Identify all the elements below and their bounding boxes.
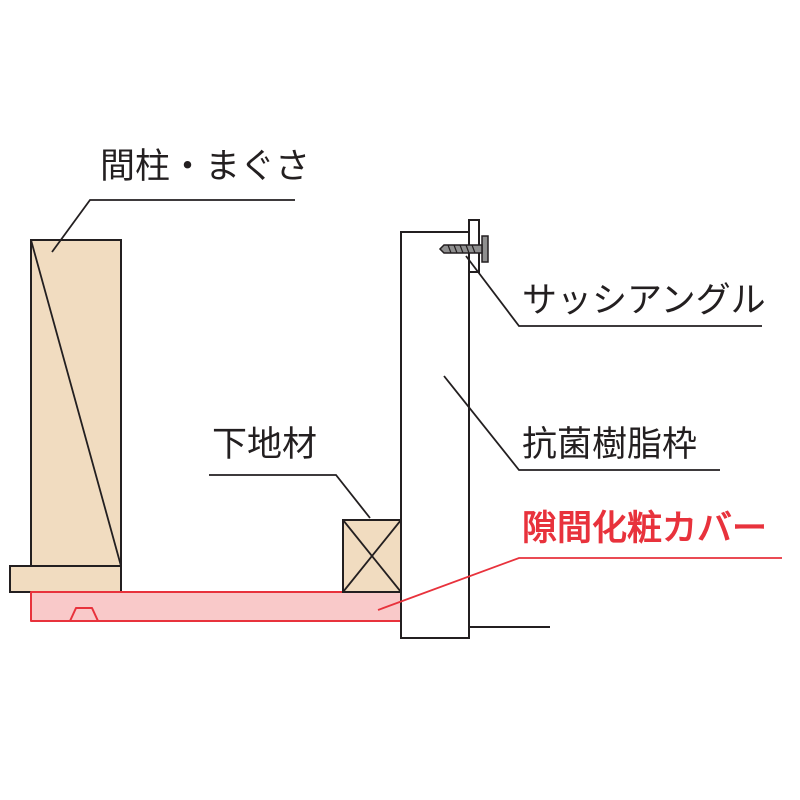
- base-member-cross-2: [342, 519, 402, 593]
- leader-sash-angle: [465, 255, 762, 327]
- resin-frame: [400, 231, 470, 639]
- screw-thread: [447, 244, 476, 254]
- label-sash-angle: サッシアングル: [522, 281, 766, 321]
- screw-head: [481, 235, 489, 263]
- leader-mabashira: [51, 199, 295, 253]
- label-mabashira: 間柱・まぐさ: [100, 147, 311, 187]
- leader-frame: [443, 375, 720, 471]
- label-shitajizai: 下地材: [212, 425, 318, 465]
- label-cover: 隙間化粧カバー: [522, 509, 768, 549]
- leader-shitajizai: [209, 474, 371, 519]
- label-frame: 抗菌樹脂枠: [522, 425, 698, 465]
- screw-icon: [438, 235, 489, 263]
- gap-cover: [30, 591, 402, 622]
- leader-cover: [377, 557, 782, 611]
- base-member: [342, 519, 402, 593]
- sill-plate: [9, 565, 122, 593]
- stud-lintel-member: [9, 239, 122, 593]
- stud-diagonal: [30, 239, 122, 567]
